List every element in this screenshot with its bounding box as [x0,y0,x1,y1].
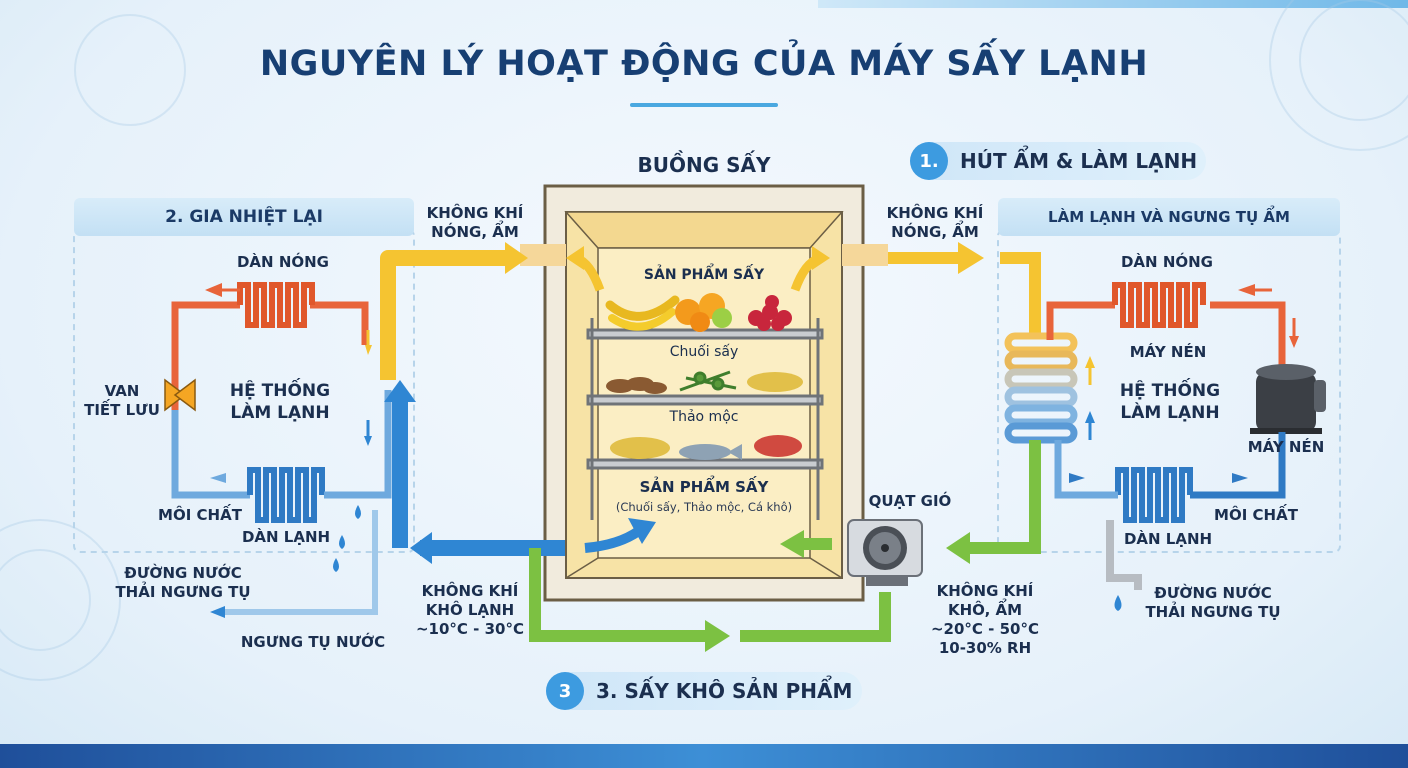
dry-humid-air-1: KHÔNG KHÍ [936,582,1034,600]
top-decor-stripe [818,0,1408,8]
left-system-label-2: LÀM LẠNH [230,403,330,423]
left-system-label-1: HỆ THỐNG [229,381,331,401]
food-oranges [675,293,732,332]
expansion-valve-icon [164,378,196,412]
right-refrigerant-label: MÔI CHẤT [1214,506,1298,524]
water-drop-icon [339,535,345,549]
hot-humid-air-right-1: KHÔNG KHÍ [886,204,984,222]
right-compressor-label: MÁY NÉN [1247,438,1325,456]
dry-cold-air-2: KHÔ LẠNH [425,601,515,619]
step3-number: 3 [546,672,584,710]
step3-badge: 3 3. SẤY KHÔ SẢN PHẨM [546,672,862,710]
left-condenser-label: DÀN NÓNG [236,253,329,271]
right-evaporator-coil [1115,467,1193,523]
left-evaporator-label: DÀN LẠNH [241,528,331,546]
dry-humid-air-3: ~20°C - 50°C [930,620,1039,638]
left-panel-header: 2. GIA NHIỆT LẠI [74,198,414,236]
right-system-label-1: HỆ THỐNG [1119,381,1221,401]
right-panel-header: LÀM LẠNH VÀ NGƯNG TỤ ẨM [998,198,1340,236]
chamber-title: BUỒNG SẤY [637,153,771,177]
right-condenser-coil [1112,282,1206,328]
right-drain-pipe [1106,520,1142,590]
bottom-decor-bar [0,744,1408,768]
step1-badge: 1. HÚT ẨM & LÀM LẠNH [910,142,1206,180]
left-evaporator-coil [247,467,325,523]
condensate-label: NGƯNG TỤ NƯỚC [240,633,386,651]
food-dried-slices [606,377,667,394]
food-berries [748,295,792,331]
inlet-duct-left [520,244,566,266]
right-drain-label-1: ĐƯỜNG NƯỚC [1154,584,1272,602]
right-system-label-2: LÀM LẠNH [1120,403,1220,423]
fan-icon [847,519,923,586]
left-red-arrow [205,283,222,297]
left-drain-pipe [225,510,378,615]
inlet-duct-right [842,244,888,266]
right-heat-exchanger [1004,332,1078,444]
shelf2-label: Thảo mộc [669,409,739,425]
product-bottom-label: SẢN PHẨM SẤY [639,478,769,496]
right-compressor-top-label: MÁY NÉN [1129,343,1207,361]
green-return-loop [740,592,891,642]
dry-humid-air-2: KHÔ, ẨM [947,601,1023,619]
compressor-icon [1250,364,1326,434]
shelves [586,318,824,520]
valve-label-2: TIẾT LƯU [84,401,160,419]
food-bananas [605,295,680,331]
left-drain-label-2: THẢI NGƯNG TỤ [115,583,251,601]
left-warm-air-duct [380,250,505,380]
right-drain-label-2: THẢI NGƯNG TỤ [1145,603,1281,621]
left-panel-box [73,229,415,553]
food-noodles-2 [610,437,670,459]
page-title: NGUYÊN LÝ HOẠT ĐỘNG CỦA MÁY SẤY LẠNH [259,44,1149,84]
shelf1-label: Chuối sấy [669,344,739,360]
left-blue-arrow [210,473,226,483]
background-decor [0,0,1408,681]
hot-humid-air-right-2: NÓNG, ẨM [891,223,979,241]
food-meat [754,435,802,457]
food-noodles [747,372,803,392]
hot-humid-air-left-2: NÓNG, ẨM [431,223,519,241]
title-underline [630,103,778,107]
right-dry-air-duct [968,440,1041,554]
product-top-label: SẢN PHẨM SẤY [643,267,765,283]
right-hot-pipe [1046,301,1115,340]
food-herbs [679,370,737,392]
product-bottom-sub: (Chuối sấy, Thảo mộc, Cá khô) [615,500,793,514]
left-condenser-coil [237,282,315,328]
dry-cold-air-3: ~10°C - 30°C [415,620,524,638]
step1-number: 1. [910,142,948,180]
hot-humid-air-left-1: KHÔNG KHÍ [426,204,524,222]
left-refrigerant-label: MÔI CHẤT [158,506,242,524]
right-evaporator-label: DÀN LẠNH [1123,530,1213,548]
step3-label: 3. SẤY KHÔ SẢN PHẨM [596,679,853,703]
step1-label: HÚT ẨM & LÀM LẠNH [960,149,1198,173]
dry-cold-air-1: KHÔNG KHÍ [421,582,519,600]
fan-label: QUẠT GIÓ [868,492,952,510]
valve-label-1: VAN [104,382,140,400]
left-drain-label-1: ĐƯỜNG NƯỚC [124,564,242,582]
food-fish [679,444,742,460]
left-cold-pipe [171,410,250,499]
right-condenser-label: DÀN NÓNG [1120,253,1213,271]
dry-humid-air-4: 10-30% RH [938,639,1032,657]
drying-chamber [520,184,888,602]
